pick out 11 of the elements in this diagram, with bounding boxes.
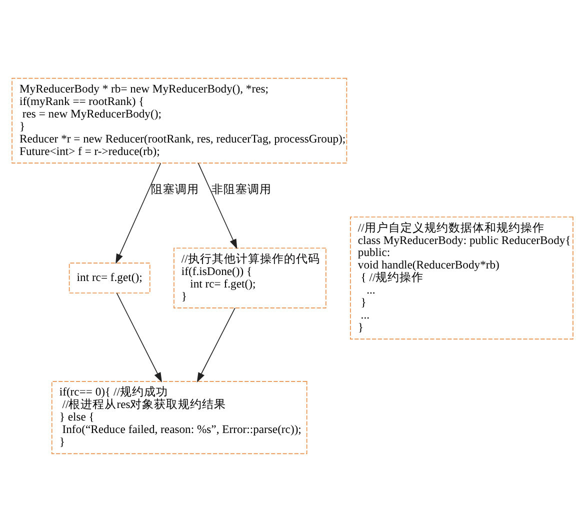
node-box: MyReducerBody * rb= new MyReducerBody(), *res; if(myRank == rootRank) { res = new MyReducerBody(); } Reducer *r = new Reducer(rootRank, res, reducerTag, processGroup); Future<int> f = r->reduce(rb); [12, 77, 348, 163]
node-box: //用户自定义规约数据体和规约操作 class MyReducerBody: public ReducerBody{ public: void handle(ReducerBody*rb) { //规约操作 ... } ... } [350, 216, 574, 339]
arrow [198, 162, 238, 249]
node-box: int rc= f.get(); [68, 262, 150, 293]
node-box: if(rc== 0){ //规约成功 //根进程从res对象获取规约结果 } else { Info(“Reduce failed, reason: %s”, Error::parse(rc)); } [51, 380, 308, 454]
arrow [196, 307, 236, 382]
edge-label: 非阻塞调用 [212, 182, 272, 196]
edge-label: 阻塞调用 [151, 182, 200, 196]
arrow [116, 292, 162, 382]
node-box: //执行其他计算操作的代码 if(f.isDone()) { int rc= f.get(); } [174, 247, 326, 308]
arrow [116, 162, 162, 264]
